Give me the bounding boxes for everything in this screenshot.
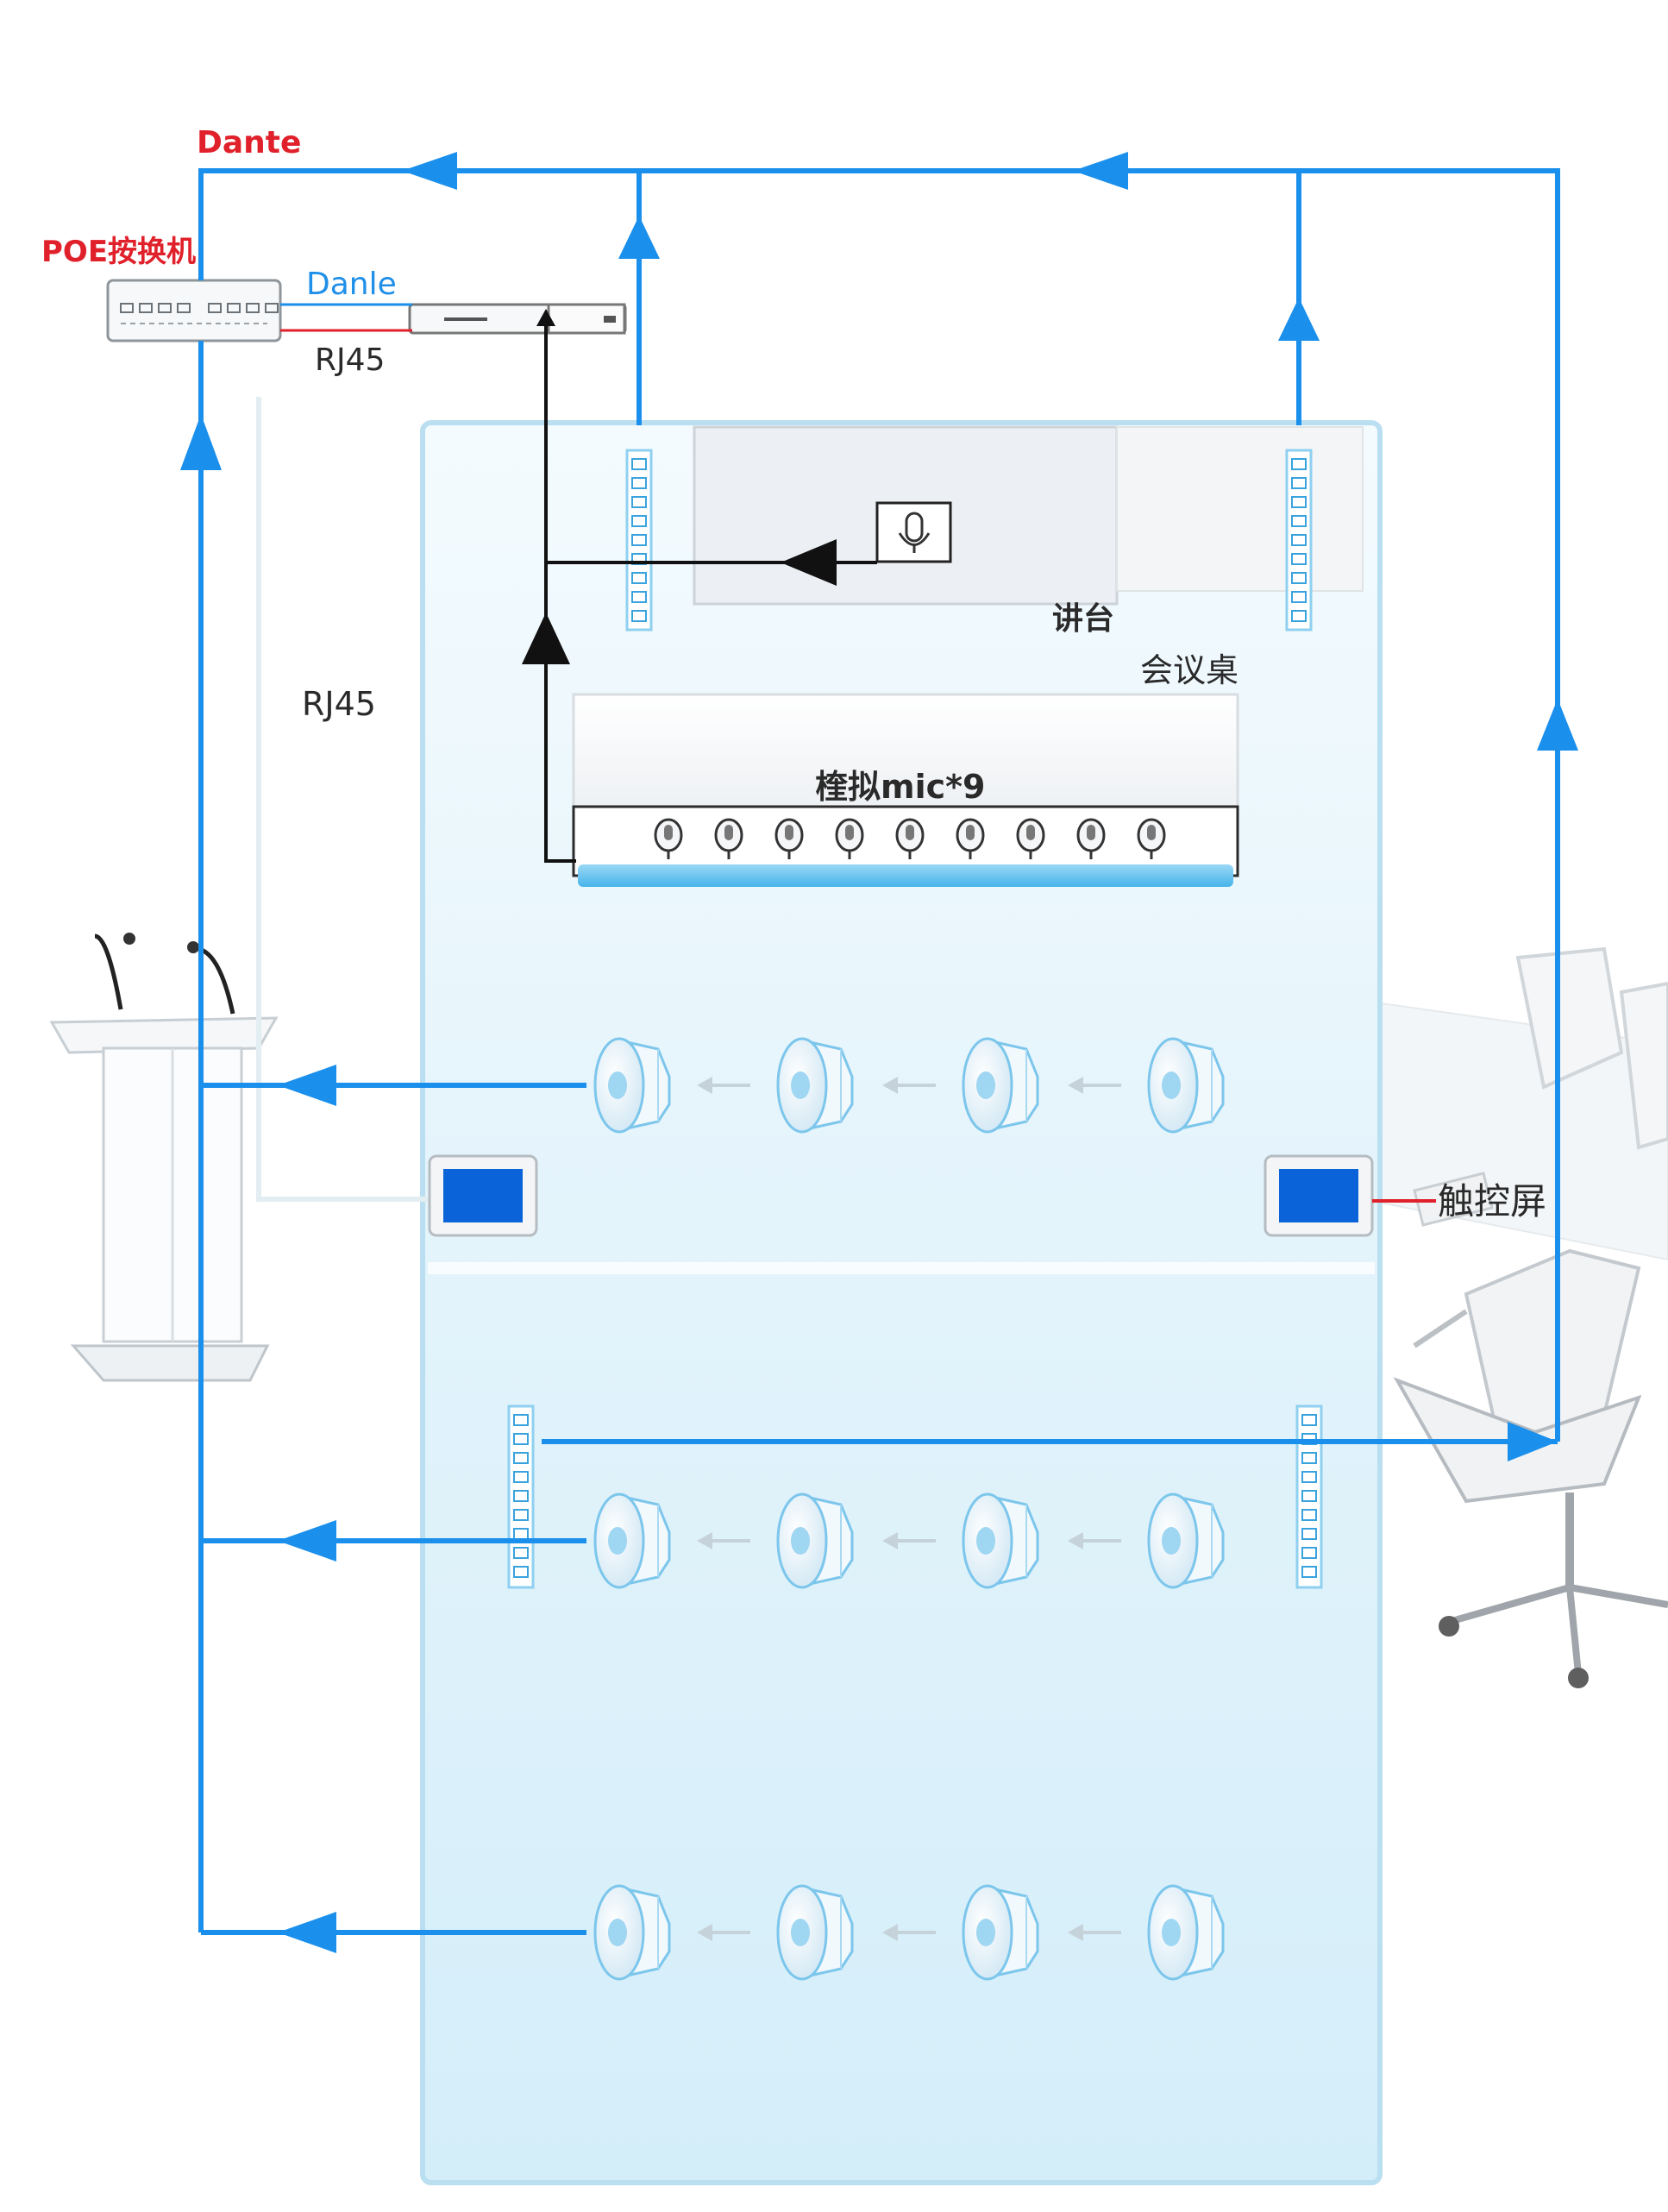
- gooseneck-mic-icon: [1016, 818, 1045, 859]
- lectern-icon: [49, 933, 279, 1382]
- rj45-line-left: [256, 397, 430, 1202]
- chain-arrow: [697, 1077, 750, 1094]
- gooseneck-mic-icon: [654, 818, 683, 859]
- dante-top-label: Dante: [197, 125, 302, 160]
- table-mic-row: [654, 818, 1166, 859]
- ceiling-array-mic-icon: [1147, 1492, 1225, 1589]
- conference-room-background: [1362, 946, 1668, 1688]
- gooseneck-mic-icon: [774, 818, 804, 859]
- gooseneck-mic-icon: [898, 512, 931, 553]
- chain-arrow: [1068, 1077, 1121, 1094]
- rj45-left-label: RJ45: [302, 685, 376, 723]
- chain-arrow: [1068, 1532, 1121, 1549]
- analog-arrows: [522, 309, 837, 664]
- poe-switch-icon: [106, 279, 282, 342]
- gooseneck-mic-icon: [714, 818, 743, 859]
- chain-arrow: [882, 1924, 936, 1941]
- gooseneck-mic-icon: [1137, 818, 1166, 859]
- ceiling-array-mic-icon: [593, 1884, 671, 1981]
- gooseneck-mic-icon: [835, 818, 864, 859]
- ceiling-array-mic-icon: [962, 1037, 1039, 1134]
- dante-lines: [198, 168, 1560, 1935]
- ceiling-array-mic-icon: [776, 1037, 854, 1134]
- analog-mic-label: 楏拟mic*9: [815, 768, 986, 806]
- ceiling-array-mic-icon: [962, 1492, 1039, 1589]
- podium-desk: [693, 425, 1364, 606]
- gooseneck-mic-icon: [956, 818, 985, 859]
- chain-arrow: [697, 1532, 750, 1549]
- dante-switch-label: Danle: [306, 267, 397, 302]
- touch-panel-icon: [1264, 1154, 1374, 1237]
- rj45-top-label: RJ45: [315, 342, 386, 378]
- ceiling-array-mic-icon: [776, 1492, 854, 1589]
- podium-mic-box: [875, 501, 952, 563]
- chain-arrow: [882, 1077, 936, 1094]
- dante-arrows: [180, 152, 1578, 1953]
- touch-screen-label: 触控屏: [1438, 1180, 1547, 1222]
- ceiling-array-mic-icon: [593, 1492, 671, 1589]
- ceiling-array-mic-icon: [962, 1884, 1039, 1981]
- poe-switch-label: POE按换机: [41, 235, 197, 269]
- ceiling-array-mic-icon: [593, 1037, 671, 1134]
- strip-marks: [513, 458, 1317, 1578]
- ceiling-array-mic-icon: [776, 1884, 854, 1981]
- ceiling-array-mic-icon: [1147, 1884, 1225, 1981]
- gooseneck-mic-icon: [895, 818, 925, 859]
- podium-label: 讲台: [1052, 601, 1115, 637]
- chain-arrow: [1068, 1924, 1121, 1941]
- conference-table-label: 会议桌: [1140, 651, 1239, 689]
- ceiling-array-mic-icon: [1147, 1037, 1225, 1134]
- audio-processor-icon: [408, 303, 627, 335]
- gooseneck-mic-icon: [1076, 818, 1106, 859]
- ceiling-mic-grid: [593, 1037, 1225, 1981]
- touch-panel-left: [428, 1154, 538, 1237]
- chain-arrow: [882, 1532, 936, 1549]
- chain-arrow: [697, 1924, 750, 1941]
